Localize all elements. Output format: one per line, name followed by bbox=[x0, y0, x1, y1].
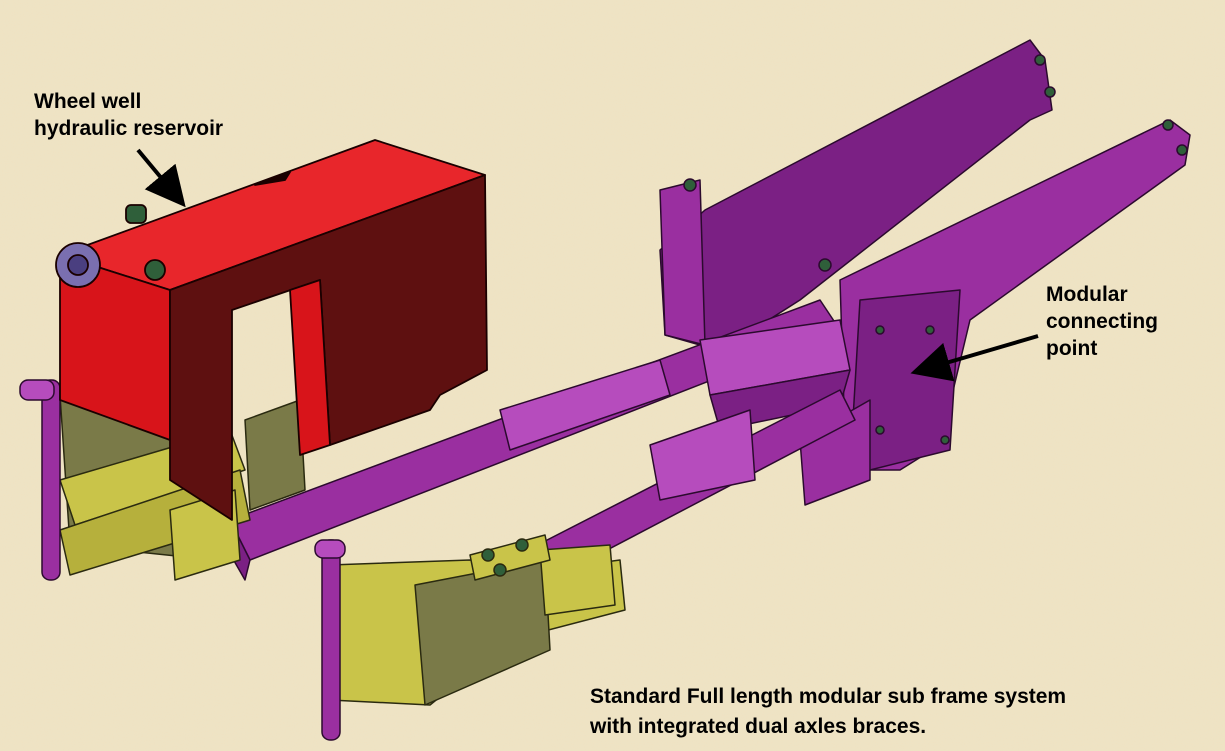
reservoir-label: Wheel well hydraulic reservoir bbox=[34, 88, 223, 142]
front-axle-brace bbox=[329, 534, 626, 706]
reservoir-label-line: hydraulic reservoir bbox=[34, 117, 224, 140]
reservoir-label-line: Wheel well bbox=[34, 90, 142, 113]
caption-line: with integrated dual axles braces. bbox=[590, 715, 927, 738]
caption: Standard Full length modular sub frame s… bbox=[590, 682, 1220, 742]
upper-frame-arms bbox=[659, 39, 1191, 506]
front-u-bracket bbox=[314, 539, 346, 741]
arrow-icon bbox=[136, 148, 186, 208]
hydraulic-reservoir bbox=[55, 139, 488, 521]
modular-label-line: connecting bbox=[1046, 310, 1159, 333]
modular-connecting-point-label: Modular connecting point bbox=[1046, 281, 1216, 362]
arrow-icon bbox=[910, 334, 1039, 382]
modular-label-line: Modular bbox=[1046, 283, 1128, 306]
caption-line: Standard Full length modular sub frame s… bbox=[590, 685, 1067, 708]
rear-u-bracket bbox=[19, 379, 61, 581]
modular-label-line: point bbox=[1046, 337, 1098, 360]
